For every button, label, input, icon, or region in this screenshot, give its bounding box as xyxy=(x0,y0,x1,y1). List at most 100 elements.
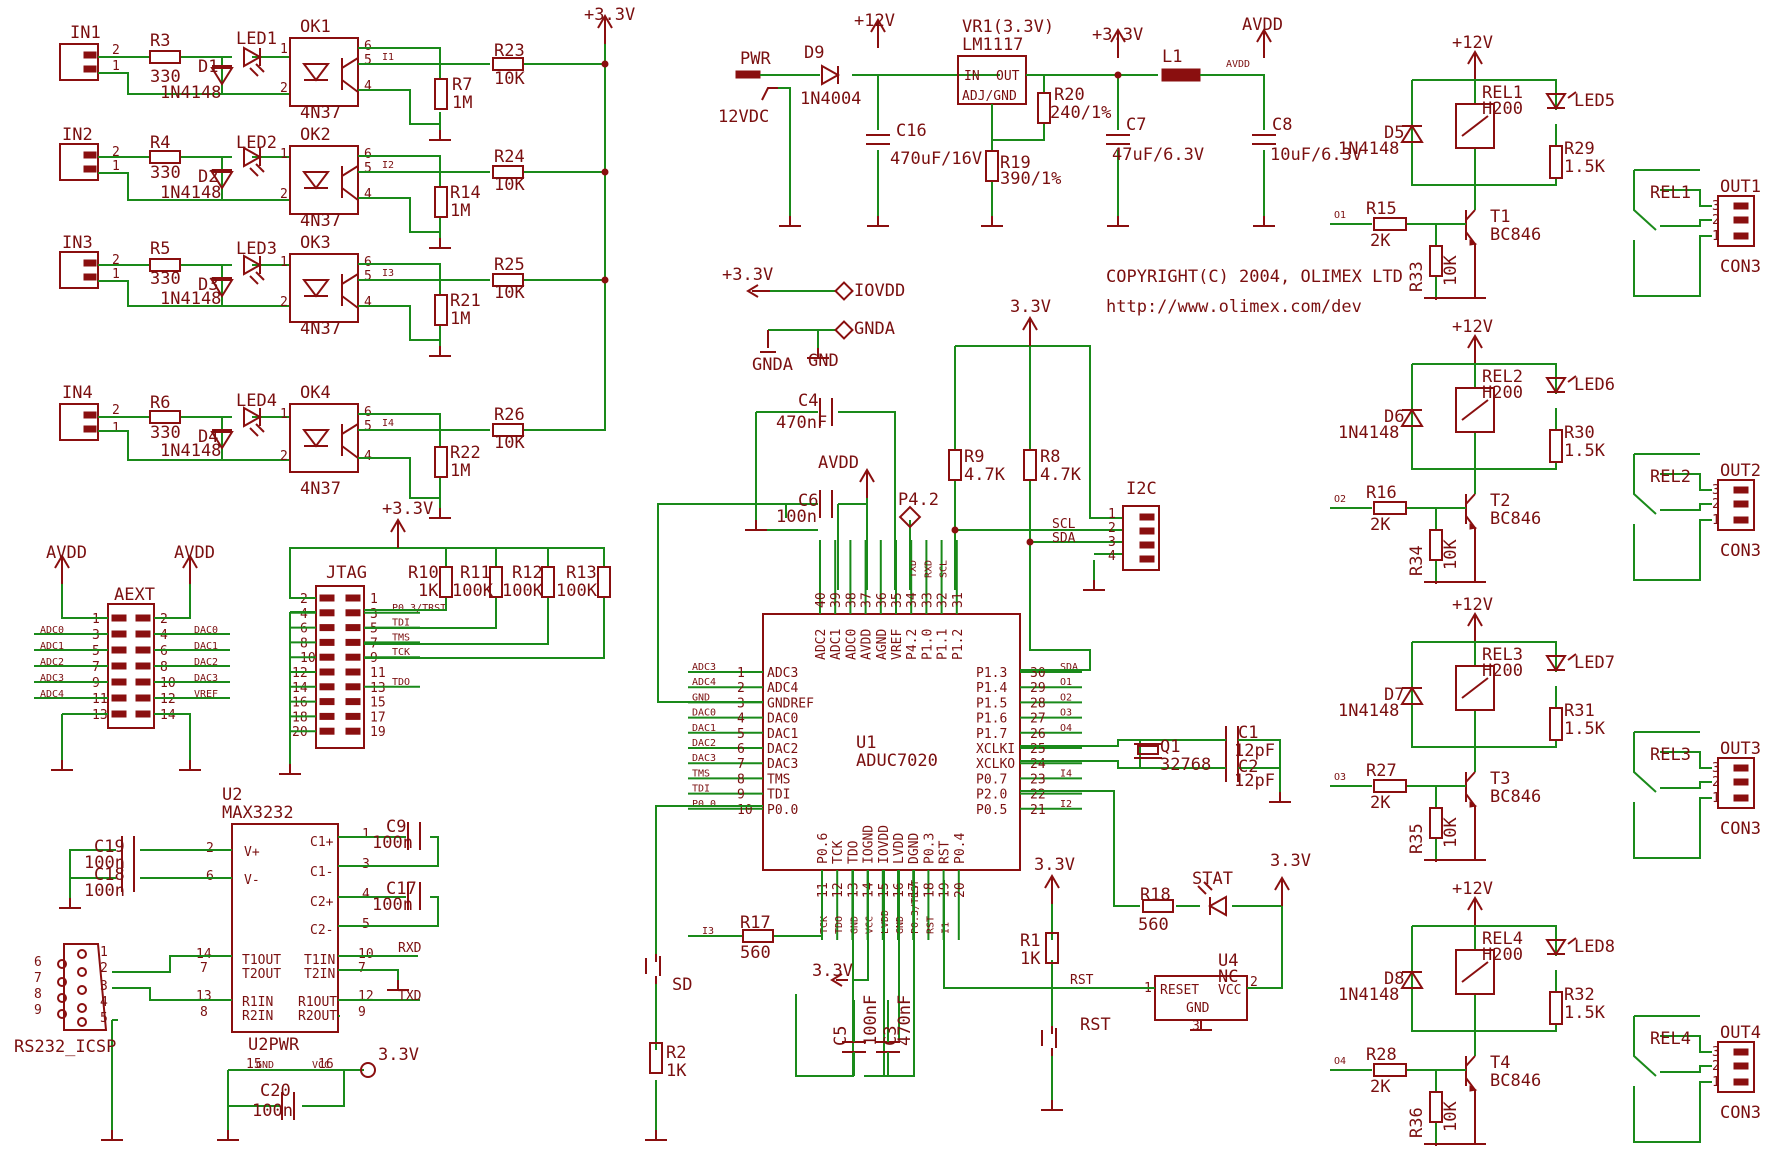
svg-text:16: 16 xyxy=(292,696,308,711)
svg-text:R17: R17 xyxy=(740,913,771,933)
net-label: VCC xyxy=(865,916,876,934)
svg-text:1N4148: 1N4148 xyxy=(160,289,221,309)
svg-text:4.7K: 4.7K xyxy=(964,465,1006,485)
svg-text:GND: GND xyxy=(256,1060,274,1071)
svg-text:2: 2 xyxy=(112,43,120,58)
led-label: LED6 xyxy=(1574,375,1615,395)
resistor-value: 10K xyxy=(1441,817,1461,848)
svg-text:R18: R18 xyxy=(1140,885,1171,905)
u1-pin-label: RST xyxy=(938,840,953,864)
u1-pin-label: DAC2 xyxy=(767,742,798,757)
net-label: DAC2 xyxy=(692,738,716,749)
u1-pin-label: P2.0 xyxy=(976,788,1007,803)
resistor-value: 1.5K xyxy=(1564,441,1606,461)
svg-text:PWR: PWR xyxy=(740,49,771,69)
svg-text:I4: I4 xyxy=(382,418,394,429)
svg-text:3: 3 xyxy=(1192,1019,1200,1034)
u1-pin-label: ADC3 xyxy=(767,666,798,681)
svg-text:C6: C6 xyxy=(798,491,818,511)
svg-text:100n: 100n xyxy=(776,507,817,527)
relay-channel-rel1: +12VREL1H200D51N4148LED5R291.5KT1BC846O1… xyxy=(1330,33,1761,300)
svg-text:3: 3 xyxy=(370,607,378,622)
svg-text:GNDA: GNDA xyxy=(854,319,895,339)
svg-text:C2-: C2- xyxy=(310,923,333,938)
svg-text:LED2: LED2 xyxy=(236,133,277,153)
svg-text:I2C: I2C xyxy=(1126,479,1157,499)
u1-pin-label: IOGND xyxy=(862,825,877,864)
u1-pin-label: P1.0 xyxy=(920,629,935,660)
svg-text:R25: R25 xyxy=(494,255,525,275)
svg-text:10: 10 xyxy=(358,947,374,962)
net-label: GND xyxy=(849,916,860,934)
svg-text:AVDD: AVDD xyxy=(818,453,859,473)
svg-text:6: 6 xyxy=(364,39,372,54)
svg-text:T2IN: T2IN xyxy=(304,967,335,982)
svg-text:5: 5 xyxy=(364,53,372,68)
svg-text:560: 560 xyxy=(1138,915,1169,935)
svg-text:100n: 100n xyxy=(252,1101,293,1121)
svg-text:1N4148: 1N4148 xyxy=(160,83,221,103)
svg-text:17: 17 xyxy=(370,710,386,725)
svg-text:3.3V: 3.3V xyxy=(378,1045,419,1065)
u1-pin-label: DGND xyxy=(907,833,922,864)
svg-text:32768: 32768 xyxy=(1160,755,1211,775)
resistor-label: R32 xyxy=(1564,985,1595,1005)
net-label: DAC3 xyxy=(194,673,218,684)
transistor-type: BC846 xyxy=(1490,787,1541,807)
svg-text:R21: R21 xyxy=(450,291,481,311)
svg-text:OK4: OK4 xyxy=(300,383,331,403)
svg-text:2: 2 xyxy=(112,253,120,268)
svg-text:1K: 1K xyxy=(418,581,439,601)
connector-type: CON3 xyxy=(1720,1103,1761,1123)
u1-pin-number: 33 xyxy=(920,592,935,608)
svg-text:OK2: OK2 xyxy=(300,125,331,145)
net-label: TXD xyxy=(908,560,919,578)
svg-text:C2+: C2+ xyxy=(310,895,334,910)
net-label: TDO xyxy=(834,916,845,934)
label-led1: LED1 xyxy=(236,29,277,49)
svg-text:R1OUT: R1OUT xyxy=(298,995,337,1010)
svg-text:LM1117: LM1117 xyxy=(962,35,1023,55)
net-label: ADC1 xyxy=(40,641,64,652)
net-label: GND xyxy=(692,692,710,703)
svg-text:12: 12 xyxy=(160,692,176,707)
u1-pin-number: 12 xyxy=(831,882,846,898)
svg-text:R26: R26 xyxy=(494,405,525,425)
svg-text:R2OUT: R2OUT xyxy=(298,1009,337,1024)
resistor-value: 10K xyxy=(1441,255,1461,286)
svg-text:AVDD: AVDD xyxy=(1242,15,1283,35)
svg-text:5: 5 xyxy=(92,644,100,659)
resistor-value: 2K xyxy=(1370,793,1391,813)
svg-text:1: 1 xyxy=(280,42,288,57)
svg-text:6: 6 xyxy=(300,622,308,637)
svg-text:+3.3V: +3.3V xyxy=(722,265,773,285)
svg-text:4: 4 xyxy=(100,995,108,1010)
svg-text:8: 8 xyxy=(34,987,42,1002)
net-label: I4 xyxy=(1060,768,1072,779)
svg-text:RST: RST xyxy=(1080,1015,1111,1035)
transistor-type: BC846 xyxy=(1490,509,1541,529)
supply-label: +12V xyxy=(1452,317,1493,337)
max3232: U2 MAX3232 V+ V- C1+ C1- C2+ C2- T1OUT T… xyxy=(14,785,439,1141)
svg-text:7: 7 xyxy=(358,961,366,976)
net-label: ADC0 xyxy=(40,625,64,636)
u1-pin-label: TCK xyxy=(831,840,846,864)
svg-text:8: 8 xyxy=(200,1005,208,1020)
net-label: TMS xyxy=(392,632,410,643)
resistor-label: R27 xyxy=(1366,761,1397,781)
u1-pin-label: P1.5 xyxy=(976,696,1007,711)
resistor-value: 10K xyxy=(1441,539,1461,570)
input-channel-4: IN4 21 R6 330 D4 1N4148 LED4 OK4 4N37 12… xyxy=(59,63,606,519)
u1-pin-label: P1.4 xyxy=(976,681,1007,696)
svg-text:U2: U2 xyxy=(222,785,242,805)
net-label: P0.3/TRST xyxy=(910,880,921,934)
transistor-type: BC846 xyxy=(1490,225,1541,245)
u1-pin-number: 1 xyxy=(737,666,745,681)
svg-text:18: 18 xyxy=(292,710,308,725)
u1-pin-number: 35 xyxy=(890,592,905,608)
svg-text:1M: 1M xyxy=(450,201,470,221)
u1-pin-label: P4.2 xyxy=(905,629,920,660)
svg-text:GND: GND xyxy=(808,351,839,371)
svg-text:Q1: Q1 xyxy=(1160,737,1180,757)
